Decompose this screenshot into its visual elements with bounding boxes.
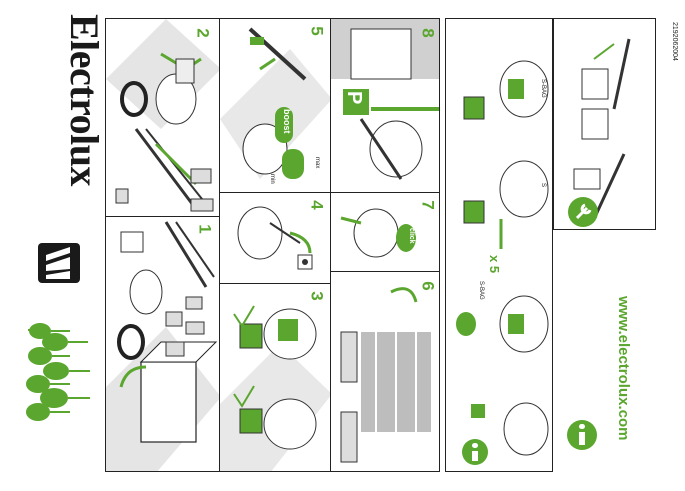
step-panel-1: 1 bbox=[105, 216, 220, 472]
unboxing-illustration bbox=[106, 221, 219, 471]
repeat-label: x 5 bbox=[487, 255, 502, 274]
trees-illustration bbox=[26, 323, 90, 421]
maintenance-panel bbox=[553, 18, 656, 230]
cord-rewind-illustration bbox=[340, 208, 416, 258]
step-panel-7: 7 click bbox=[330, 192, 440, 272]
step-number-8: 8 bbox=[418, 28, 438, 38]
doc-code-text: 2192062004 bbox=[671, 22, 678, 61]
max-label: max bbox=[314, 157, 320, 169]
website-info-icon-bar bbox=[579, 432, 585, 445]
step-panel-5: 5 boost max min bbox=[219, 18, 331, 193]
step-panel-3: 3 bbox=[219, 283, 331, 472]
step-panel-6: 6 click bbox=[330, 271, 440, 472]
floor-nozzle-illustration bbox=[340, 287, 431, 463]
maintenance-illustration bbox=[573, 38, 631, 220]
click-label-7: click bbox=[408, 228, 415, 244]
step-panel-8: 8 P bbox=[330, 18, 440, 193]
click-label-6: click bbox=[380, 294, 389, 312]
bag-replacement-illustration bbox=[220, 305, 330, 471]
parking-arrow-icon bbox=[371, 107, 439, 111]
step-number-3: 3 bbox=[307, 291, 327, 301]
info-icon-bar bbox=[472, 451, 478, 461]
step-number-1: 1 bbox=[195, 224, 215, 234]
wrench-glyph-icon bbox=[575, 203, 592, 220]
bag-tag-c: S-BAG bbox=[478, 281, 484, 300]
step-panel-2: 2 bbox=[105, 18, 220, 217]
vacuum-parts-illustration bbox=[106, 19, 219, 212]
step-number-7: 7 bbox=[418, 200, 438, 210]
step-number-6: 6 bbox=[418, 281, 438, 291]
website-info-icon-dot bbox=[579, 424, 585, 429]
info-panel: x 5 S-BAG S S-BAG bbox=[445, 18, 553, 472]
bag-tag-a: S-BAG bbox=[540, 79, 546, 98]
brand-name: Electrolux bbox=[62, 14, 107, 187]
info-icon-dot bbox=[472, 443, 478, 448]
step-number-5: 5 bbox=[307, 26, 327, 36]
step-number-2: 2 bbox=[193, 28, 213, 38]
electrolux-logo-icon bbox=[38, 243, 80, 283]
step-panel-4: 4 bbox=[219, 192, 331, 284]
step-number-4: 4 bbox=[307, 200, 327, 210]
parking-illustration bbox=[331, 19, 439, 180]
bag-info-illustration bbox=[456, 60, 549, 456]
boost-label: boost bbox=[282, 109, 292, 134]
suction-control-illustration bbox=[220, 27, 330, 179]
parking-badge bbox=[343, 89, 369, 115]
website-url[interactable]: www.electrolux.com bbox=[615, 296, 632, 441]
plug-in-illustration bbox=[237, 206, 313, 270]
bag-tag-b: S bbox=[540, 183, 546, 188]
min-label: min bbox=[269, 174, 275, 184]
